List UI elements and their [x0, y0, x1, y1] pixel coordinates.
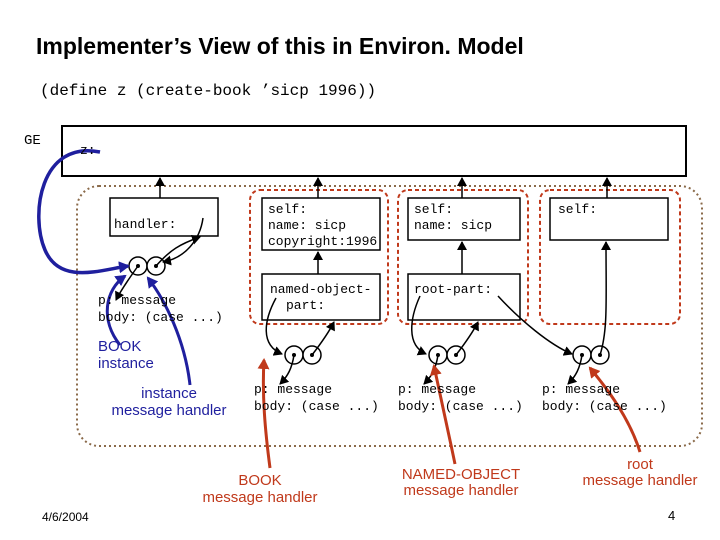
arrow-root-part-pointer — [497, 295, 573, 356]
arrow-namedpart-to-bubble — [411, 295, 427, 356]
arrow-book-bubble-env — [311, 321, 335, 356]
named-body: body: (case ...) — [398, 399, 523, 414]
book-handler-label: BOOK message handler — [190, 472, 330, 506]
arrow-named-bubble-env — [455, 321, 479, 356]
ge-frame — [61, 125, 687, 177]
named-handler-label: NAMED-OBJECT message handler — [388, 467, 534, 499]
arrow-instance-bubble-env — [155, 234, 201, 267]
instance-handler-label: instance message handler — [104, 385, 234, 419]
arrow-root-bubble-code — [567, 354, 583, 385]
code-expression: (define z (create-book ’sicp 1996)) — [40, 82, 377, 100]
root-params: p: message — [542, 382, 621, 397]
named-part-frame — [407, 273, 521, 321]
named-self-frame-text: self: name: sicp — [414, 202, 492, 234]
book-handler-line-2: message handler — [202, 489, 318, 506]
footer-date: 4/6/2004 — [42, 510, 89, 524]
named-handler-line-2: message handler — [403, 482, 519, 499]
named-part-frame-label: root-part: — [414, 282, 493, 297]
root-double-bubble — [572, 345, 610, 365]
book-params: p: message — [254, 382, 333, 397]
book-double-bubble — [284, 345, 322, 365]
book-self-frame — [261, 197, 381, 251]
root-part-group — [539, 189, 681, 325]
red-arrow-named-handler — [429, 364, 457, 465]
root-procedure-text: p: message body: (case ...) — [542, 381, 667, 415]
book-handler-line-1: BOOK — [238, 472, 282, 489]
page-title: Implementer’s View of this in Environ. M… — [36, 33, 524, 59]
book-instance-line-1: BOOK — [98, 338, 142, 355]
instance-handler-line-2: message handler — [111, 402, 227, 419]
root-handler-line-1: root — [627, 456, 653, 473]
instance-body: body: (case ...) — [98, 310, 223, 325]
named-self-line: self: — [414, 202, 454, 217]
book-procedure-text: p: message body: (case ...) — [254, 381, 379, 415]
root-handler-line-2: message handler — [582, 472, 698, 489]
red-arrow-book-handler — [257, 358, 272, 469]
ge-label: GE — [24, 133, 41, 149]
root-body: body: (case ...) — [542, 399, 667, 414]
book-instance-group — [76, 185, 703, 447]
named-part-group — [397, 189, 529, 325]
arrow-bookpart-to-bubble — [265, 297, 283, 356]
instance-handler-line-1: instance — [141, 385, 197, 402]
root-handler-label: root message handler — [570, 457, 710, 489]
book-part-frame — [261, 273, 381, 321]
page-number: 4 — [668, 508, 676, 523]
handler-frame-label: handler: — [114, 217, 177, 232]
book-part-line-1: named-object- — [270, 282, 372, 297]
arrow-book-bubble-code — [279, 354, 295, 385]
book-instance-label: BOOK instance — [98, 338, 154, 372]
red-arrow-root-handler — [588, 366, 642, 453]
instance-params: p: message — [98, 293, 177, 308]
book-self-frame-text: self: name: sicp copyright:1996 — [268, 202, 377, 250]
named-handler-line-1: NAMED-OBJECT — [401, 466, 521, 483]
named-procedure-text: p: message body: (case ...) — [398, 381, 523, 415]
book-instance-line-2: instance — [98, 355, 154, 372]
blue-arrow-book-instance — [105, 274, 127, 346]
instance-procedure-text: p: message body: (case ...) — [98, 292, 223, 326]
book-name-line: name: sicp — [268, 218, 347, 233]
named-double-bubble — [428, 345, 466, 365]
book-part-group — [249, 189, 389, 325]
named-name-line: name: sicp — [414, 218, 493, 233]
named-self-frame — [407, 197, 521, 241]
root-self-frame-label: self: — [558, 202, 598, 217]
named-params: p: message — [398, 382, 477, 397]
book-self-line: self: — [268, 202, 308, 217]
book-part-frame-text: named-object- part: — [270, 282, 371, 314]
root-self-frame — [549, 197, 669, 241]
arrow-root-bubble-env — [599, 241, 612, 356]
ge-var-z: z: — [80, 143, 96, 158]
book-part-line-2: part: — [286, 298, 326, 313]
arrow-handler-to-bubble — [162, 217, 204, 266]
blue-arrow-instance-handler — [146, 276, 192, 386]
blue-arrow-z-to-handler — [37, 148, 130, 275]
book-body: body: (case ...) — [254, 399, 379, 414]
book-copyright-line: copyright:1996 — [268, 234, 378, 249]
